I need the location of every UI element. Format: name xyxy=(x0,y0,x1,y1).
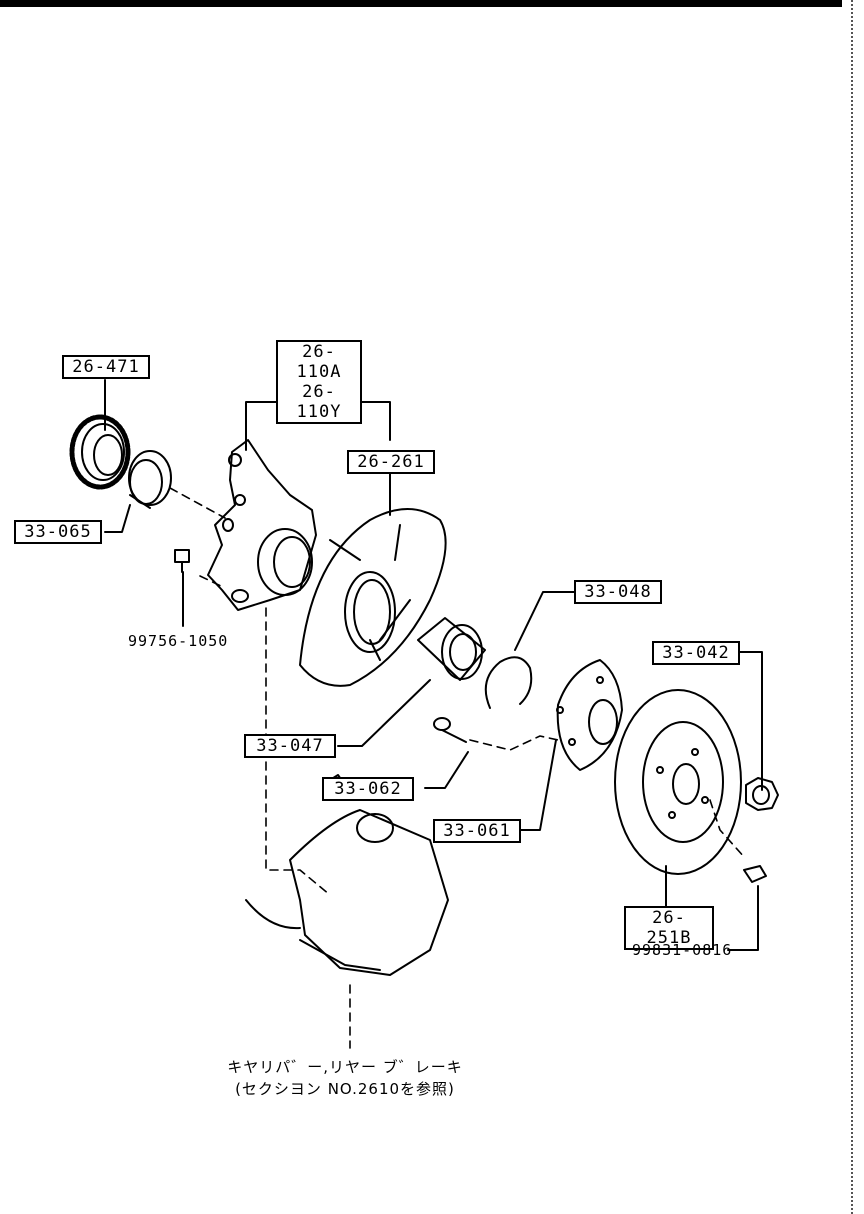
page-edge xyxy=(851,0,853,1214)
label-hub: 33-061 xyxy=(433,819,521,843)
label-left-bolt: 99756-1050 xyxy=(128,632,229,650)
left-bolt-shape xyxy=(174,549,190,573)
label-snap-ring: 33-048 xyxy=(574,580,662,604)
seal-shape xyxy=(128,450,172,509)
bearing-shape xyxy=(417,617,486,681)
label-seal: 33-065 xyxy=(14,520,102,544)
hub-bolt-shape xyxy=(433,717,467,743)
label-knuckle: 26-110A 26-110Y xyxy=(276,340,362,424)
nut-shape xyxy=(745,777,779,811)
label-hub-bolt: 33-062 xyxy=(322,777,414,801)
knuckle-shape xyxy=(207,439,317,611)
snap-ring-shape xyxy=(484,656,533,709)
dust-cover-shape xyxy=(299,508,447,687)
caliper-shape xyxy=(245,774,449,976)
screw-shape xyxy=(743,865,767,883)
reference-note-line2: (セクシヨン NO.2610を参照) xyxy=(235,1080,455,1098)
reference-note-line1: キヤリパ゛ー,リヤー ブ゛レーキ xyxy=(227,1058,463,1076)
label-nut: 33-042 xyxy=(652,641,740,665)
top-rule xyxy=(0,0,842,7)
label-tone-ring: 26-471 xyxy=(62,355,150,379)
tone-ring-shape xyxy=(69,414,131,490)
label-dust-cover: 26-261 xyxy=(347,450,435,474)
label-disc: 26-251B xyxy=(624,906,714,950)
disc-shape xyxy=(614,689,742,875)
hub-shape xyxy=(556,659,623,771)
label-bearing: 33-047 xyxy=(244,734,336,758)
label-screw: 99831-0816 xyxy=(632,941,733,959)
